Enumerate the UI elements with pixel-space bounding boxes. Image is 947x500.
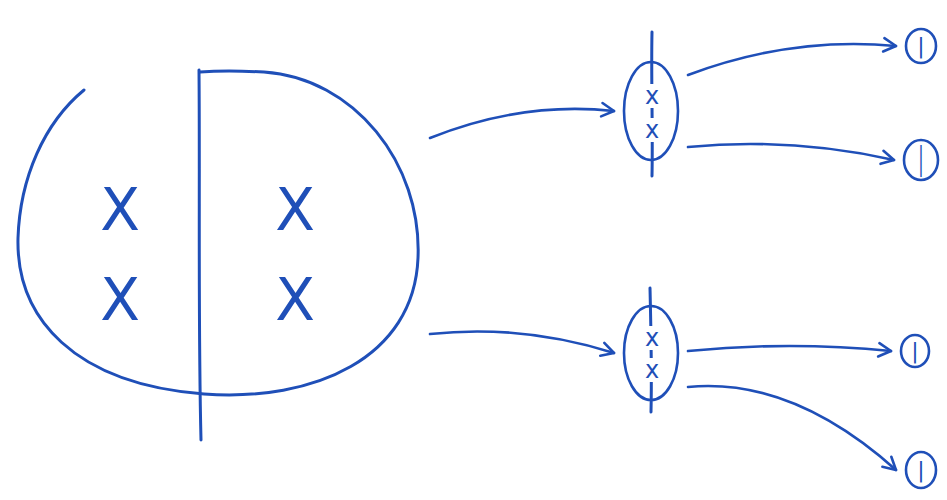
daughter-cell: xx xyxy=(622,304,680,402)
chromosome-mark: | xyxy=(911,340,918,362)
chromosome-mark: | xyxy=(918,144,923,160)
division-arrow xyxy=(688,144,894,164)
chromosome-mark: X xyxy=(275,181,315,239)
parent-cell: XXXX xyxy=(14,68,422,404)
chromosome-mark: x xyxy=(644,326,660,350)
cell-outline xyxy=(622,60,680,162)
division-arrow xyxy=(430,103,614,138)
gamete-cell: || xyxy=(902,138,940,182)
cell-division-line xyxy=(199,70,201,440)
chromosome-mark: | xyxy=(918,160,923,176)
gamete-cell: | xyxy=(904,450,938,490)
division-arrow xyxy=(688,343,891,356)
daughter-cell: xx xyxy=(622,60,680,162)
cell-outline xyxy=(622,304,680,402)
division-arrow xyxy=(688,38,896,75)
cell-outline xyxy=(14,68,422,404)
chromosome-mark: x xyxy=(644,358,660,382)
chromosome-mark: X xyxy=(275,271,315,329)
chromosome-mark: X xyxy=(100,181,140,239)
division-arrow xyxy=(430,331,614,355)
chromosome-mark: | xyxy=(917,459,924,481)
chromosome-mark: x xyxy=(644,84,660,108)
gamete-cell: | xyxy=(904,27,938,65)
division-arrow xyxy=(688,386,896,470)
gamete-cell: | xyxy=(899,333,931,369)
chromosome-mark: x xyxy=(644,118,660,142)
chromosome-mark: | xyxy=(917,35,924,57)
chromosome-mark: X xyxy=(100,271,140,329)
